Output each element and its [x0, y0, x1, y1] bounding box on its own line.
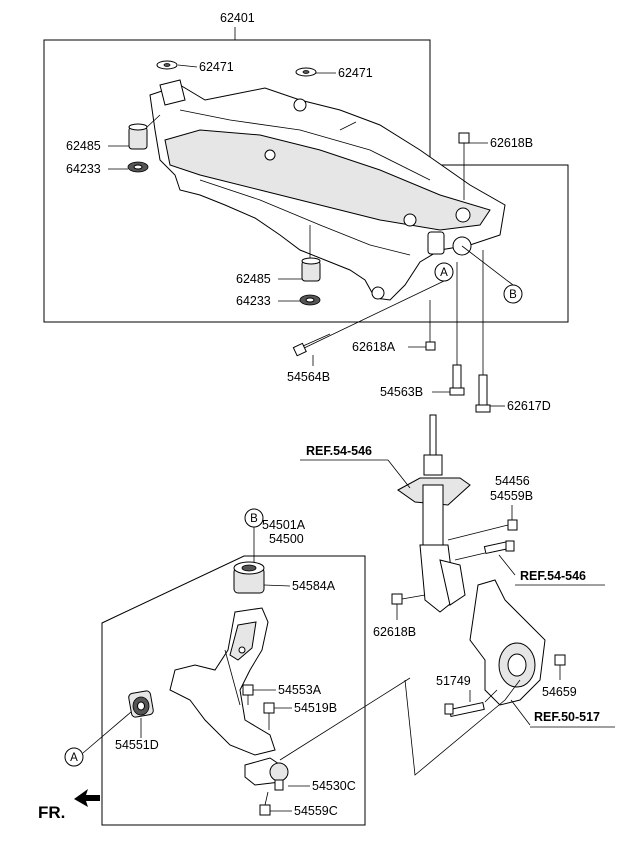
bolt-54563B — [449, 262, 465, 396]
lower-control-arm — [169, 607, 276, 756]
label-62485-lower: 62485 — [236, 272, 271, 286]
nut-62618B-bottom — [391, 593, 403, 605]
nut-54659 — [554, 654, 566, 666]
label-54563B: 54563B — [380, 385, 423, 399]
bolt-62617D — [475, 250, 491, 413]
label-62401: 62401 — [220, 11, 255, 25]
label-54519B: 54519B — [294, 701, 337, 715]
ref-50-517[interactable]: REF.50-517 — [534, 710, 600, 724]
label-54659: 54659 — [542, 685, 577, 699]
steering-knuckle — [469, 579, 546, 706]
svg-text:A: A — [440, 267, 448, 279]
label-62618A: 62618A — [352, 340, 396, 354]
label-62485-upper: 62485 — [66, 139, 101, 153]
label-64233-upper: 64233 — [66, 162, 101, 176]
label-62471-left: 62471 — [199, 60, 234, 74]
label-54551D: 54551D — [115, 738, 159, 752]
label-54501A: 54501A — [262, 518, 306, 532]
svg-text:A: A — [70, 752, 78, 764]
bushing-62485-upper — [128, 123, 148, 150]
label-54530C: 54530C — [312, 779, 356, 793]
bolt-54519B — [263, 702, 275, 730]
bolt-62618B-top — [458, 132, 470, 200]
bushing-54584A — [233, 561, 265, 594]
nut-54559B — [507, 519, 518, 531]
nut-62618A — [425, 341, 436, 351]
label-54559B: 54559B — [490, 489, 533, 503]
washer-62471-right — [295, 67, 317, 77]
bolt-54564B — [292, 333, 331, 357]
nut-54559C — [259, 804, 271, 816]
bolt-strut-mid — [483, 540, 515, 555]
label-54456: 54456 — [495, 474, 530, 488]
subframe-group-frame — [43, 39, 569, 323]
svg-text:B: B — [509, 289, 517, 301]
label-62471-right: 62471 — [338, 66, 373, 80]
bolt-54553A — [242, 684, 254, 705]
callout-a-upper: A — [434, 262, 454, 282]
label-62617D: 62617D — [507, 399, 551, 413]
strut-assembly — [397, 414, 471, 613]
subframe-crossmember — [149, 79, 506, 301]
label-54553A: 54553A — [278, 683, 322, 697]
ref-54-546-top[interactable]: REF.54-546 — [306, 444, 372, 458]
washer-64233-lower — [299, 294, 321, 306]
label-54500: 54500 — [269, 532, 304, 546]
bolt-51749 — [444, 701, 485, 718]
svg-text:B: B — [250, 513, 258, 525]
label-54564B: 54564B — [287, 370, 330, 384]
callout-b-upper: B — [503, 284, 523, 304]
callout-a-lower: A — [64, 747, 84, 767]
label-51749: 51749 — [436, 674, 471, 688]
fr-arrow-icon — [74, 789, 100, 807]
ref-54-546-mid[interactable]: REF.54-546 — [520, 569, 586, 583]
fr-label: FR. — [38, 803, 65, 822]
callout-b-lower: B — [244, 508, 264, 528]
label-64233-lower: 64233 — [236, 294, 271, 308]
label-54559C: 54559C — [294, 804, 338, 818]
label-62618B-bottom: 62618B — [373, 625, 416, 639]
lower-arm-group-frame — [101, 555, 366, 826]
label-62618B-top: 62618B — [490, 136, 533, 150]
bushing-62485-lower — [301, 257, 321, 282]
label-54584A: 54584A — [292, 579, 336, 593]
ball-joint-54530C — [244, 757, 289, 791]
washer-64233-upper — [127, 161, 149, 173]
washer-62471-left — [156, 60, 178, 70]
bushing-54551D — [128, 690, 154, 718]
